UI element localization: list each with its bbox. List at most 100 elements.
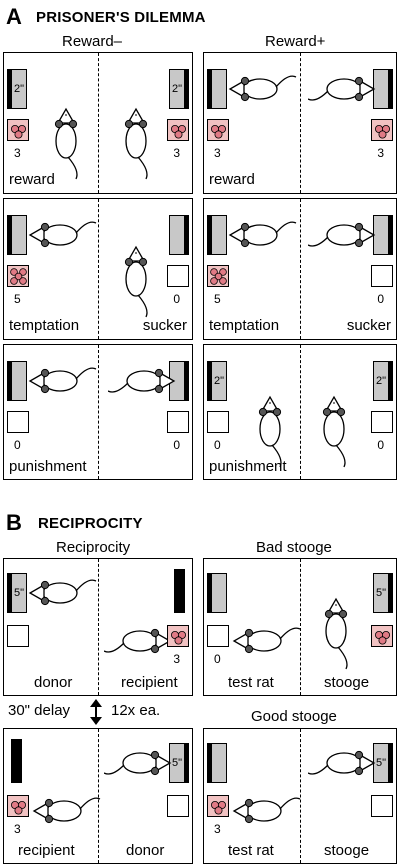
- lever-right: 2": [373, 361, 389, 401]
- food-count-right: 0: [377, 292, 384, 306]
- lever-left: [211, 215, 227, 255]
- rat-icon: [124, 246, 148, 318]
- panel-divider: [98, 729, 99, 863]
- role-label-left: donor: [34, 674, 73, 691]
- food-count-left: 0: [14, 438, 21, 452]
- panel-reward-minus-reward: 2" 2" 3 3 reward: [3, 52, 193, 194]
- panel-reciprocity-recipient: 5" 3 recipient donor: [3, 728, 193, 864]
- panel-bad-stooge: 5" 0 test rat stooge: [203, 558, 397, 696]
- food-tray-right-empty: [167, 411, 189, 433]
- rat-icon: [308, 222, 375, 248]
- lever-wall-left: [207, 573, 211, 613]
- rat-icon: [233, 627, 301, 654]
- rat-icon: [229, 75, 297, 102]
- food-tray-right: [167, 625, 189, 647]
- outcome-label-right: sucker: [142, 317, 187, 334]
- role-label-left: test rat: [228, 674, 274, 691]
- food-count-left: 3: [214, 146, 221, 160]
- food-tray-left: [7, 265, 29, 287]
- panel-reward-plus-temptation: 5 0 temptation sucker: [203, 198, 397, 340]
- rat-icon: [108, 368, 175, 394]
- rat-icon: [29, 367, 97, 394]
- food-tray-right: [371, 119, 393, 141]
- food-tray-left: [207, 795, 229, 817]
- lever-left: 2": [211, 361, 227, 401]
- lever-wall-right: [389, 215, 393, 255]
- lever-wall-right: [185, 69, 189, 109]
- rat-icon: [29, 221, 97, 248]
- food-tray-left-empty: [207, 411, 229, 433]
- outcome-label: punishment: [9, 458, 87, 475]
- food-tray-right-empty: [371, 265, 393, 287]
- lever-wall-left: [7, 361, 11, 401]
- outcome-label-left: temptation: [9, 317, 80, 334]
- role-label-left: recipient: [18, 842, 75, 859]
- lever-wall-right: [185, 361, 189, 401]
- lever-wall-left: [207, 69, 211, 109]
- panel-reward-plus-reward: 3 3 reward: [203, 52, 397, 194]
- outcome-label-right: sucker: [346, 317, 391, 334]
- outcome-label-left: temptation: [209, 317, 280, 334]
- rat-icon: [233, 797, 301, 824]
- lever-left: [11, 215, 27, 255]
- column-header-good-stooge: Good stooge: [251, 708, 337, 725]
- food-tray-right-empty: [167, 795, 189, 817]
- column-header-reward-plus: Reward+: [265, 33, 326, 50]
- role-label-right: stooge: [324, 674, 370, 691]
- panel-divider: [98, 559, 99, 695]
- food-count-right: 3: [377, 146, 384, 160]
- lever-left: [11, 361, 27, 401]
- lever-right: 2": [169, 69, 185, 109]
- lever-wall-right: [185, 743, 189, 783]
- food-tray-left: [7, 795, 29, 817]
- lever-wall-left: [7, 573, 11, 613]
- rat-icon: [104, 750, 171, 776]
- food-tray-right-empty: [371, 795, 393, 817]
- section-b-letter: B: [6, 510, 22, 535]
- delay-text: 30" delay: [8, 702, 71, 719]
- section-a-title: PRISONER'S DILEMMA: [36, 9, 206, 26]
- rat-icon: [124, 108, 148, 180]
- lever-wall-right: [389, 743, 393, 783]
- role-label-left: test rat: [228, 842, 274, 859]
- food-count-left: 5: [214, 292, 221, 306]
- panel-divider: [98, 53, 99, 193]
- rat-icon: [322, 396, 346, 468]
- panel-reward-plus-punishment: 2" 2" 0 0 punishment: [203, 344, 397, 480]
- food-count-right: 0: [173, 292, 180, 306]
- rat-icon: [308, 76, 375, 102]
- food-tray-right-empty: [167, 265, 189, 287]
- lever-left: [211, 743, 227, 783]
- panel-divider: [300, 729, 301, 863]
- lever-left: 5": [11, 573, 27, 613]
- lever-wall-right: [389, 361, 393, 401]
- rat-icon: [33, 797, 101, 824]
- panel-divider: [300, 199, 301, 339]
- rat-icon: [29, 579, 97, 606]
- outcome-label: punishment: [209, 458, 287, 475]
- food-tray-left: [7, 119, 29, 141]
- food-count-right: 0: [377, 438, 384, 452]
- food-tray-left: [207, 119, 229, 141]
- panel-divider: [98, 199, 99, 339]
- panel-divider: [300, 53, 301, 193]
- lever-wall-left: [7, 215, 11, 255]
- lever-wall-right: [185, 215, 189, 255]
- section-a-letter: A: [6, 4, 22, 29]
- food-count-left: 3: [214, 822, 221, 836]
- lever-right: 5": [373, 573, 389, 613]
- lever-wall-right: [389, 573, 393, 613]
- lever-right: [169, 215, 185, 255]
- food-tray-left-empty: [207, 625, 229, 647]
- panel-reciprocity-donor: 5" 3 donor recipient: [3, 558, 193, 696]
- lever-wall-left: [207, 215, 211, 255]
- column-header-bad-stooge: Bad stooge: [256, 539, 332, 556]
- food-count-left: 0: [214, 652, 221, 666]
- food-tray-left-empty: [7, 625, 29, 647]
- rat-icon: [308, 750, 375, 776]
- panel-reward-minus-punishment: 0 0 punishment: [3, 344, 193, 480]
- lever-wall-left: [207, 743, 211, 783]
- food-count-left: 0: [214, 438, 221, 452]
- rat-icon: [104, 628, 171, 654]
- section-b-title: RECIPROCITY: [38, 515, 143, 532]
